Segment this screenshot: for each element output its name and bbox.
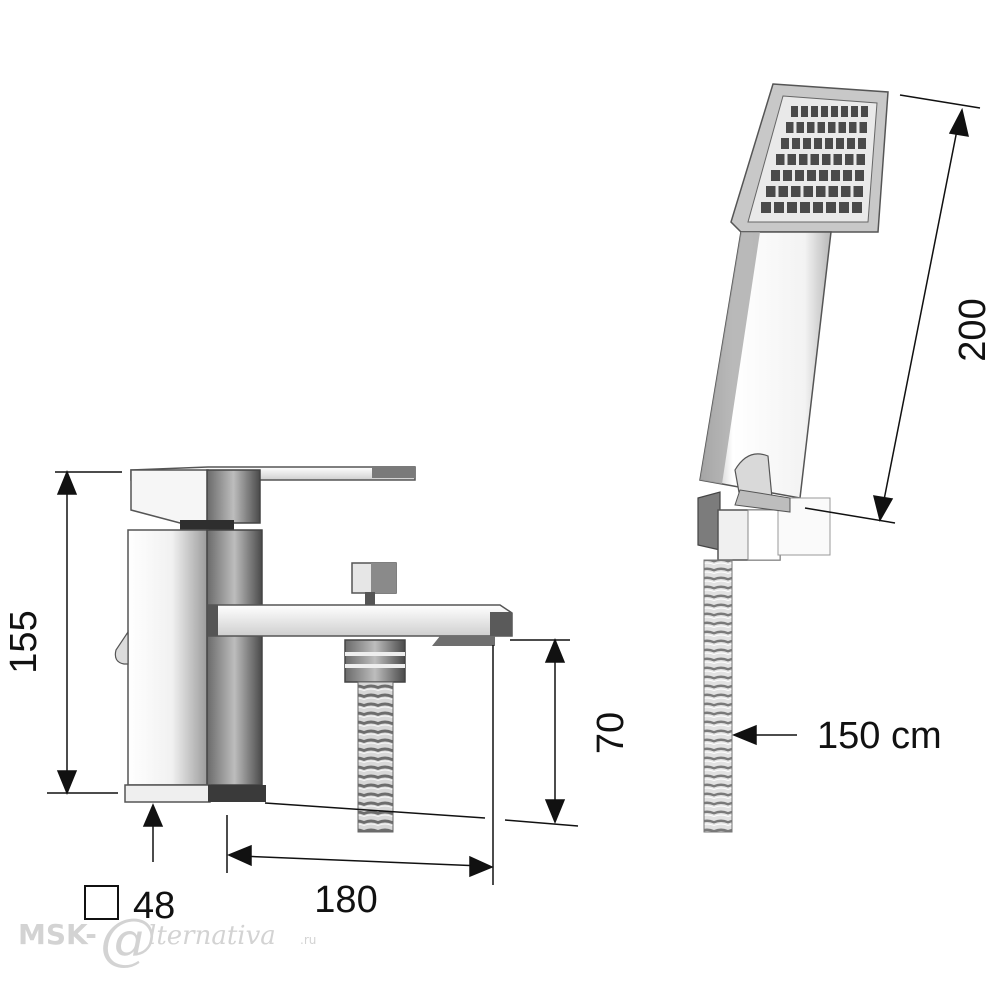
bath-mixer-tap [114, 466, 513, 833]
hand-shower [697, 83, 889, 833]
nozzle [833, 154, 842, 165]
nozzle [800, 202, 810, 213]
nozzle [851, 106, 858, 117]
nozzle [799, 154, 808, 165]
spout [207, 604, 513, 637]
nozzle [861, 106, 868, 117]
nozzle [776, 154, 785, 165]
arrow-icon [56, 770, 78, 795]
nozzle [819, 170, 828, 181]
nozzle [807, 170, 816, 181]
dimension-labels: 155 70 180 48 200 150 cm [3, 298, 994, 927]
nozzle [822, 154, 831, 165]
nozzle [766, 186, 776, 197]
nozzle [803, 186, 813, 197]
nozzle [774, 202, 784, 213]
nozzle [831, 170, 840, 181]
label-spout-reach: 180 [314, 879, 377, 921]
nozzle [858, 138, 866, 149]
nozzle [838, 122, 846, 133]
nozzle [843, 170, 852, 181]
watermark: MSK- @ lternativa .ru [18, 907, 316, 972]
nozzle [787, 202, 797, 213]
shower-hose [703, 559, 733, 833]
tap-body [127, 529, 209, 786]
nozzle [792, 138, 800, 149]
nozzle [796, 122, 804, 133]
nozzle [856, 154, 865, 165]
label-spout-height: 70 [590, 712, 632, 754]
nozzle [855, 170, 864, 181]
square-section-icon [84, 885, 119, 920]
nozzle [845, 154, 854, 165]
nozzle [803, 138, 811, 149]
nozzle [836, 138, 844, 149]
label-hose-length: 150 cm [817, 715, 942, 757]
label-shower-length: 200 [952, 298, 994, 361]
nozzle [814, 138, 822, 149]
watermark-at-sign: @ [100, 907, 156, 972]
nozzle [771, 170, 780, 181]
arrow-icon [872, 495, 894, 522]
tap-base [124, 784, 211, 803]
arrow-icon [56, 470, 78, 495]
nozzle [828, 186, 838, 197]
nozzle [852, 202, 862, 213]
nozzle [795, 170, 804, 181]
diverter-knob [114, 630, 129, 665]
nozzle [781, 138, 789, 149]
nozzle [811, 106, 818, 117]
nozzle [787, 154, 796, 165]
arrow-icon [544, 799, 566, 824]
nozzle [807, 122, 815, 133]
watermark-script: lternativa [148, 921, 276, 951]
nozzle [821, 106, 828, 117]
arrow-icon [544, 638, 566, 663]
nozzle [825, 138, 833, 149]
nozzle [813, 202, 823, 213]
arrow-icon [732, 724, 757, 746]
label-base-square: 48 [133, 885, 175, 927]
nozzle [839, 202, 849, 213]
arrow-icon [469, 855, 494, 878]
nozzle [791, 186, 801, 197]
arrow-icon [142, 803, 164, 827]
nozzle [849, 122, 857, 133]
nozzle [761, 202, 771, 213]
nozzle-grid [761, 106, 868, 213]
nozzle [801, 106, 808, 117]
tap-hose [357, 681, 394, 833]
nozzle [786, 122, 794, 133]
nozzle [841, 186, 851, 197]
nozzle [817, 122, 825, 133]
nozzle [853, 186, 863, 197]
nozzle [841, 106, 848, 117]
label-height-overall: 155 [3, 610, 45, 673]
nozzle [783, 170, 792, 181]
nozzle [810, 154, 819, 165]
watermark-brand: MSK- [18, 918, 97, 951]
hose-connector [344, 639, 406, 683]
dimension-lines [47, 94, 981, 885]
nozzle [778, 186, 788, 197]
nozzle [847, 138, 855, 149]
nozzle [831, 106, 838, 117]
nozzle [791, 106, 798, 117]
watermark-suffix: .ru [300, 933, 316, 947]
wall-bracket [697, 491, 721, 551]
nozzle [859, 122, 867, 133]
arrow-icon [227, 844, 252, 867]
lever-cap [130, 469, 209, 524]
nozzle [816, 186, 826, 197]
arrow-icon [948, 107, 969, 137]
nozzle [826, 202, 836, 213]
nozzle [828, 122, 836, 133]
